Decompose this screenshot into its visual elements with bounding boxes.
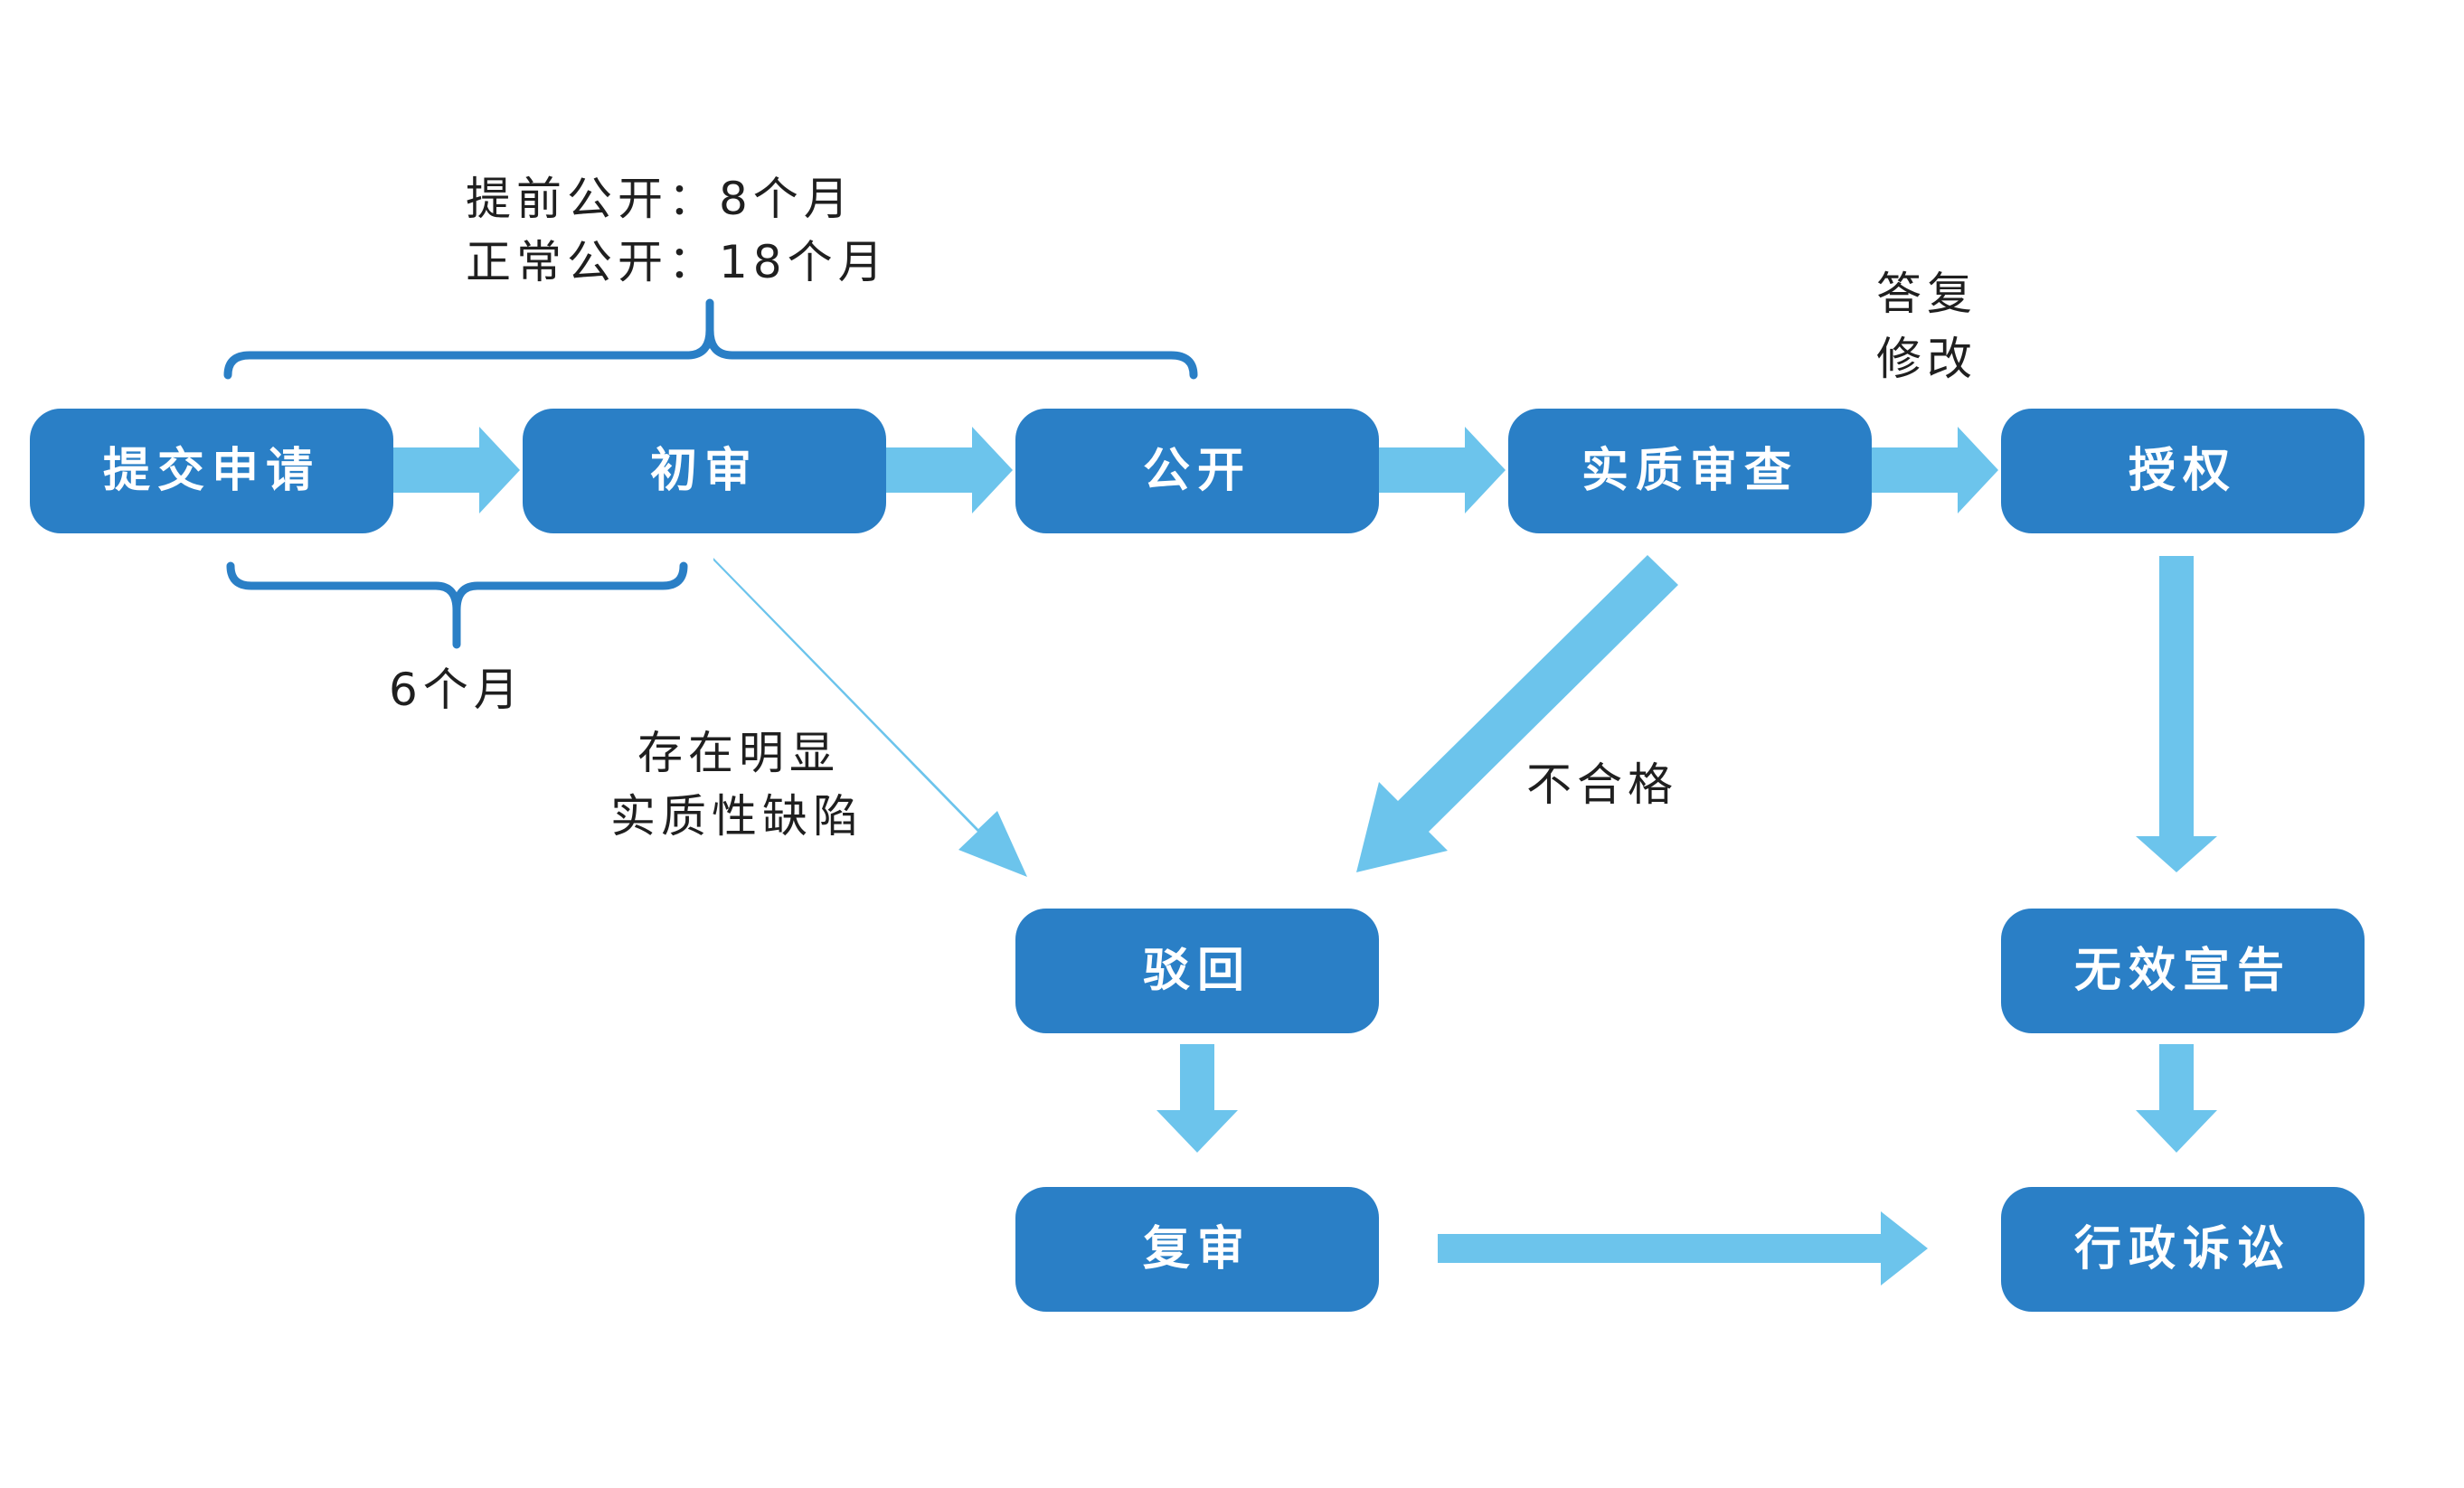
braces bbox=[223, 298, 1198, 649]
node-litigation: 行政诉讼 bbox=[2001, 1187, 2365, 1312]
node-publish: 公开 bbox=[1015, 409, 1379, 533]
node-substantive: 实质审查 bbox=[1508, 409, 1872, 533]
node-invalidation: 无效宣告 bbox=[2001, 909, 2365, 1033]
label-normal-publish: 正常公开：18个月 bbox=[466, 236, 889, 288]
arrow-reexamination-to-litigation bbox=[1438, 1211, 1928, 1286]
node-reject: 驳回 bbox=[1015, 909, 1379, 1033]
node-reexamination: 复审 bbox=[1015, 1187, 1379, 1312]
arrow-submit-to-preliminary bbox=[393, 427, 520, 513]
arrow-reject-to-reexamination bbox=[1156, 1044, 1238, 1153]
label-defect-line2: 实质性缺陷 bbox=[610, 790, 864, 843]
node-grant-label: 授权 bbox=[2129, 444, 2237, 498]
label-six-months: 6个月 bbox=[389, 664, 524, 716]
node-preliminary-label: 初审 bbox=[650, 444, 759, 498]
arrow-preliminary-to-publish bbox=[886, 427, 1013, 513]
label-unqualified: 不合格 bbox=[1526, 758, 1678, 811]
labels: 提前公开：8个月 正常公开：18个月 6个月 答复 修改 存在明显 实质性缺陷 … bbox=[389, 173, 1978, 843]
arrow-publish-to-substantive bbox=[1379, 427, 1506, 513]
label-defect-line1: 存在明显 bbox=[637, 727, 840, 779]
node-preliminary: 初审 bbox=[523, 409, 886, 533]
node-submit: 提交申请 bbox=[30, 409, 393, 533]
node-grant: 授权 bbox=[2001, 409, 2365, 533]
node-litigation-label: 行政诉讼 bbox=[2074, 1222, 2291, 1276]
arrow-substantive-to-reject bbox=[1356, 555, 1678, 872]
arrow-substantive-to-grant bbox=[1872, 427, 1998, 513]
label-reply-line1: 答复 bbox=[1876, 268, 1978, 320]
node-reexamination-label: 复审 bbox=[1143, 1222, 1251, 1276]
top-brace bbox=[223, 298, 1198, 380]
node-invalidation-label: 无效宣告 bbox=[2074, 944, 2291, 998]
label-early-publish: 提前公开：8个月 bbox=[466, 173, 854, 225]
node-submit-label: 提交申请 bbox=[103, 444, 320, 498]
label-reply-line2: 修改 bbox=[1876, 333, 1978, 385]
arrows bbox=[393, 427, 2217, 1286]
bottom-brace bbox=[226, 561, 688, 649]
node-reject-label: 驳回 bbox=[1143, 944, 1251, 998]
arrow-invalidation-to-litigation bbox=[2136, 1044, 2217, 1153]
arrow-grant-to-invalidation bbox=[2136, 556, 2217, 872]
arrow-preliminary-to-reject bbox=[713, 558, 1027, 877]
nodes: 提交申请 初审 公开 实质审查 授权 驳回 无效宣告 复审 bbox=[30, 409, 2365, 1312]
node-substantive-label: 实质审查 bbox=[1581, 444, 1798, 498]
node-publish-label: 公开 bbox=[1143, 444, 1251, 498]
